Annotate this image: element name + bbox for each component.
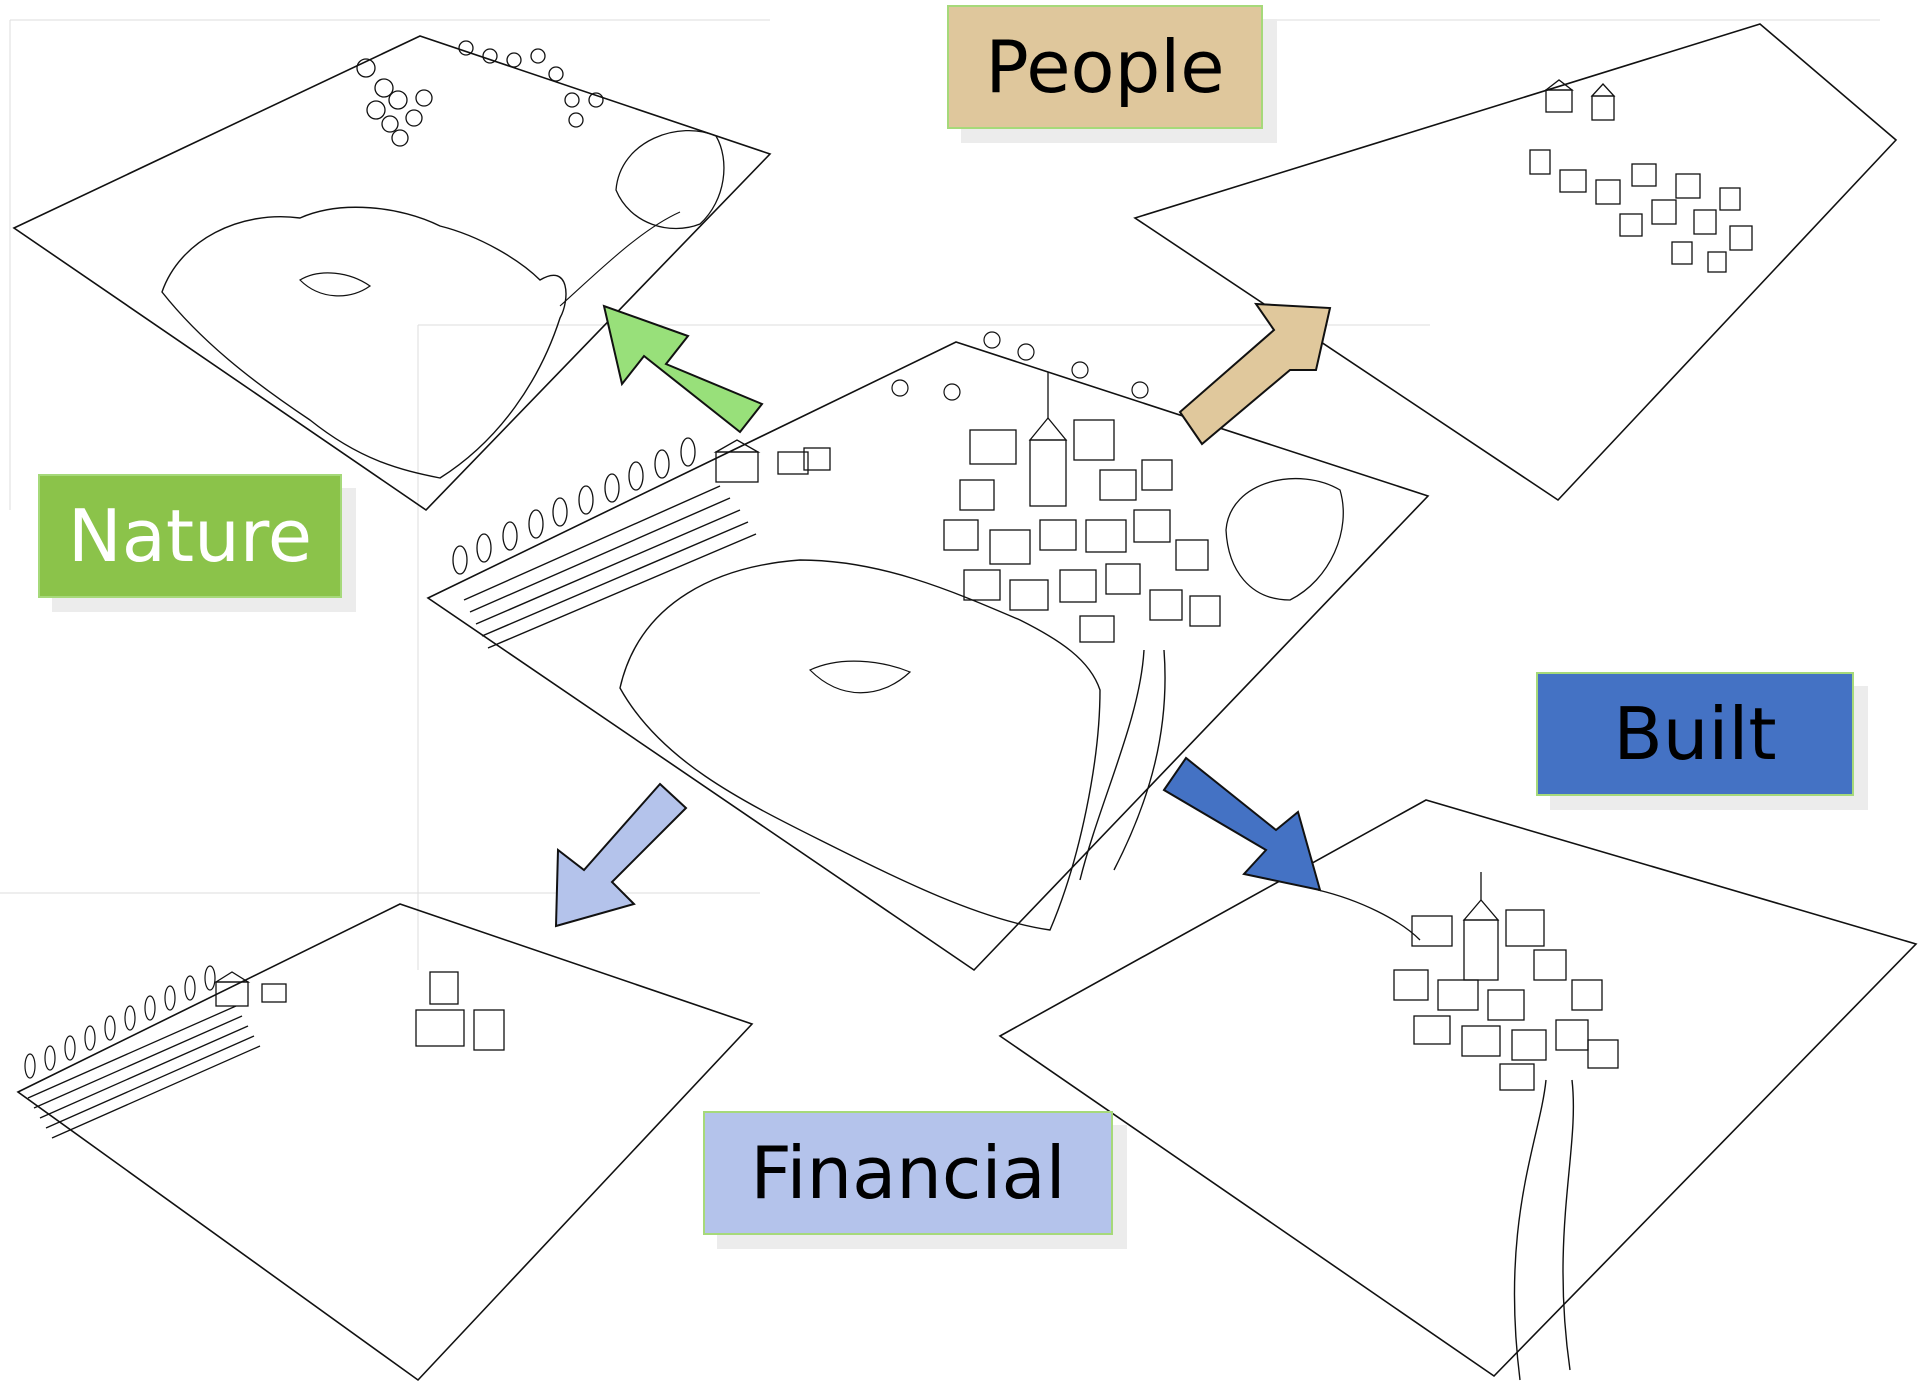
nature-arrow: [602, 304, 764, 434]
faint-frames: [0, 19, 1880, 970]
central-landscape: [426, 331, 1430, 972]
people-label: People: [947, 5, 1263, 129]
built-arrow: [1162, 756, 1322, 892]
built-label: Built: [1536, 672, 1854, 796]
built-town: [1393, 872, 1619, 1091]
financial-arrow: [554, 782, 688, 928]
people-panel: [1133, 23, 1898, 502]
financial-label: Financial: [703, 1111, 1113, 1235]
nature-panel: [12, 35, 772, 512]
nature-label: Nature: [38, 474, 342, 598]
financial-panel: [16, 903, 754, 1382]
central-town: [943, 372, 1221, 643]
built-panel: [998, 799, 1918, 1381]
people-arrow: [1178, 302, 1332, 446]
people-houses: [1529, 79, 1753, 273]
